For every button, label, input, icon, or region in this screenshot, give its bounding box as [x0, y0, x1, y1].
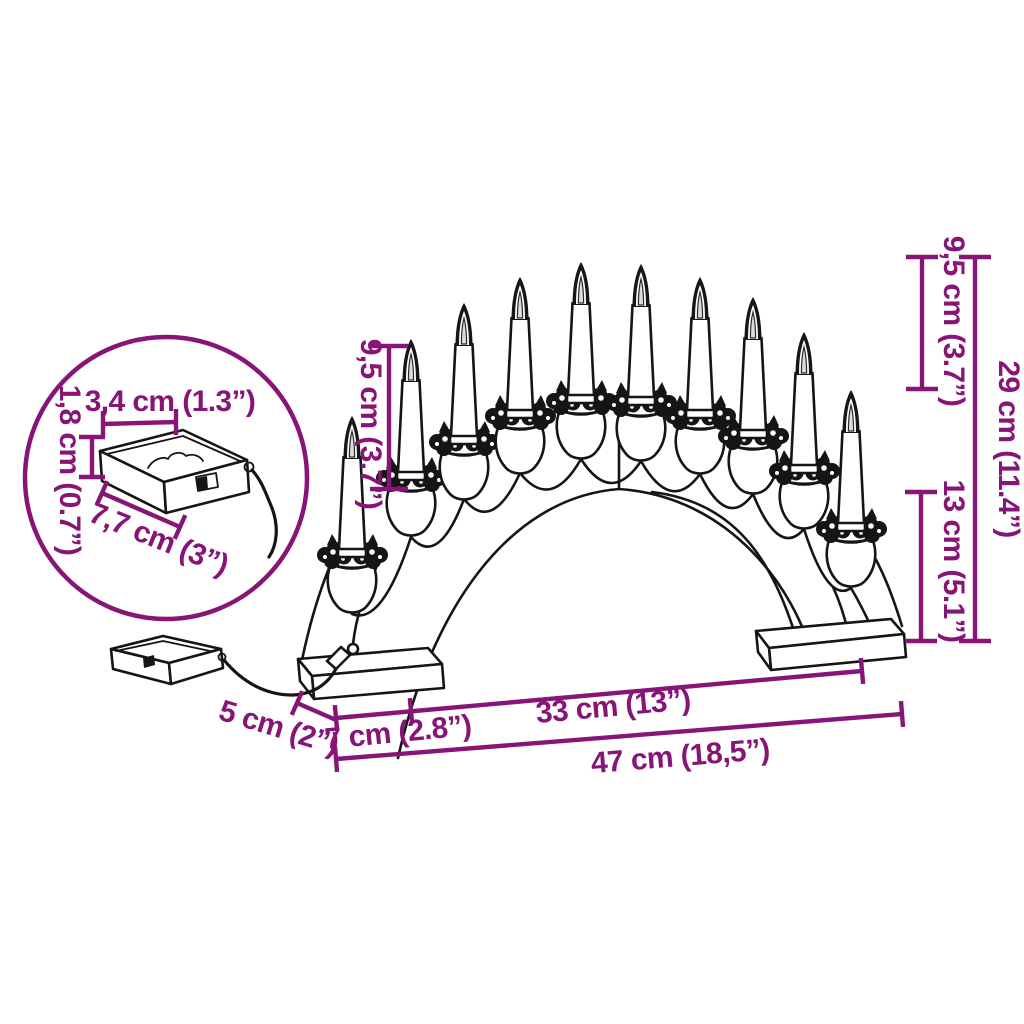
- candle-3: [429, 303, 500, 500]
- cable-plug: [325, 642, 360, 671]
- dim-arch-end-height-label: 13 cm (5.1”): [937, 480, 970, 643]
- dimension-annotations: 9,5 cm (3.7”) 9,5 cm (3.7”) 29 cm (11.4”…: [215, 236, 1024, 780]
- dim-candle-right-label: 9,5 cm (3.7”): [937, 236, 970, 407]
- dim-width-label: 47 cm (18,5”): [590, 733, 771, 780]
- inset-battery-box: [98, 428, 278, 559]
- inset-width-label: 3,4 cm (1.3”): [85, 385, 256, 418]
- left-foot: [296, 646, 446, 701]
- arch-inner-arc-depth: [650, 490, 802, 652]
- battery-inset: 3,4 cm (1.3”) 1,8 cm (0.7”) 7,7 cm (3”): [22, 334, 310, 622]
- candle-4: [485, 277, 556, 474]
- candle-arch-illustration: [109, 262, 908, 760]
- candle-6: [606, 264, 677, 461]
- right-foot: [754, 617, 908, 672]
- battery-box: [109, 634, 227, 686]
- inset-height-label: 1,8 cm (0.7”): [53, 385, 86, 556]
- inset-cable: [250, 468, 278, 559]
- candle-5: [546, 262, 617, 459]
- dim-total-height-label: 29 cm (11.4”): [992, 360, 1024, 537]
- dim-span-label: 33 cm (13”): [534, 683, 692, 730]
- dim-candle-left-label: 9,5 cm (3.7”): [354, 339, 387, 510]
